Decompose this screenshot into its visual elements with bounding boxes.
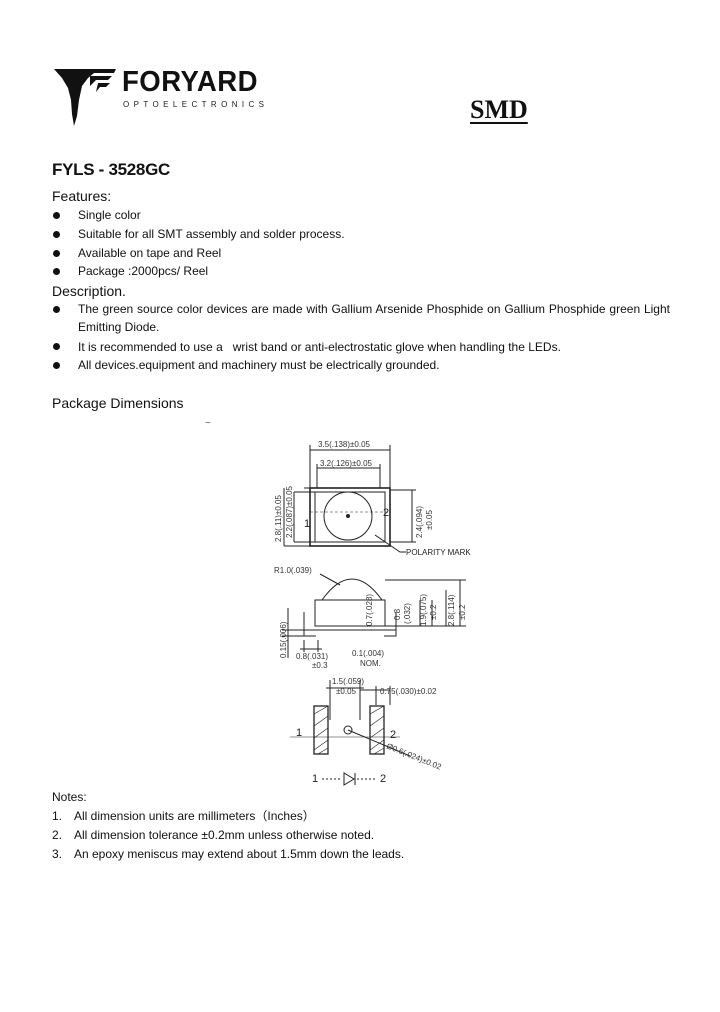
dim-thk-d: 2.8(.114) <box>447 594 456 626</box>
dim-nom-label: NOM. <box>360 659 381 668</box>
dim-thk-c2: ±0.2 <box>429 604 438 620</box>
pin2-label: 2 <box>383 507 389 519</box>
description-item: The green source color devices are made … <box>78 302 670 334</box>
dim-lead-width: 0.8(.031) <box>296 652 328 661</box>
bullet-icon <box>53 231 60 238</box>
package-dimensions-drawing: 3.5(.138)±0.05 3.2(.126)±0.05 2.8(.11)±0… <box>274 440 471 786</box>
brand-name: FORYARD <box>122 66 258 98</box>
brand-subtitle: OPTOELECTRONICS <box>123 100 269 109</box>
dim-thk-d2: ±0.2 <box>458 604 467 620</box>
dim-height-outer: 2.8(.11)±0.05 <box>274 495 283 542</box>
note-text: An epoxy meniscus may extend about 1.5mm… <box>74 847 405 861</box>
note-number: 1. <box>52 809 63 823</box>
dim-thk-b: 0.7(.028) <box>365 594 374 626</box>
bullet-icon <box>53 306 60 313</box>
note-number: 2. <box>52 828 63 842</box>
dim-pad-width-tol: ±0.05 <box>336 687 357 696</box>
foryard-logo-icon <box>54 69 116 126</box>
dim-pad-width: 1.5(.059) <box>332 677 364 686</box>
footprint-pin1: 1 <box>296 727 302 739</box>
dim-inner-width: 3.2(.126)±0.05 <box>320 459 373 468</box>
dim-dia: Ø0.6(.024)±0.02 <box>385 742 443 772</box>
description-heading: Description. <box>52 283 126 299</box>
dim-nom: 0.1(.004) <box>352 649 384 658</box>
dim-thk-a2: (.032) <box>403 603 412 624</box>
footprint-pin2: 2 <box>390 729 396 741</box>
dim-lead-height: 0.15(.006) <box>279 621 288 658</box>
symbol-pin2: 2 <box>380 773 386 785</box>
symbol-pin1: 1 <box>312 773 318 785</box>
bullet-icon <box>53 268 60 275</box>
dim-thk-c: 1.9(.075) <box>419 594 428 626</box>
package-heading: Package Dimensions <box>52 395 184 411</box>
description-item: It is recommended to use a wrist band or… <box>78 340 561 354</box>
bullet-icon <box>53 343 60 350</box>
feature-item: Single color <box>78 208 141 222</box>
dim-lead-width-tol: ±0.3 <box>312 661 328 670</box>
feature-item: Suitable for all SMT assembly and solder… <box>78 227 345 241</box>
dim-gap: 0.75(.030)±0.02 <box>380 687 437 696</box>
dim-radius: R1.0(.039) <box>274 566 312 575</box>
bullet-icon <box>53 250 60 257</box>
stray-mark: ~ <box>205 418 211 429</box>
document-type: SMD <box>470 95 528 124</box>
dim-height-inner: 2.2(.087)±0.05 <box>285 485 294 538</box>
dim-thk-a: 0.8 <box>393 608 402 620</box>
note-text: All dimension tolerance ±0.2mm unless ot… <box>74 828 375 842</box>
dim-pad-right: 2.4(.094) <box>415 506 424 538</box>
bullet-icon <box>53 212 60 219</box>
polarity-mark-label: POLARITY MARK <box>406 548 471 557</box>
notes-heading: Notes: <box>52 790 87 804</box>
feature-item: Package :2000pcs/ Reel <box>78 264 209 278</box>
part-number: FYLS - 3528GC <box>52 160 170 179</box>
note-number: 3. <box>52 847 63 861</box>
features-heading: Features: <box>52 188 112 204</box>
feature-item: Available on tape and Reel <box>78 246 222 260</box>
dim-top-width: 3.5(.138)±0.05 <box>318 440 371 449</box>
note-text: All dimension units are millimeters（Inch… <box>74 809 315 823</box>
dim-pad-right-tol: ±0.05 <box>425 509 434 530</box>
description-item: All devices.equipment and machinery must… <box>78 358 440 372</box>
bullet-icon <box>53 362 60 369</box>
pin1-label: 1 <box>304 518 310 530</box>
